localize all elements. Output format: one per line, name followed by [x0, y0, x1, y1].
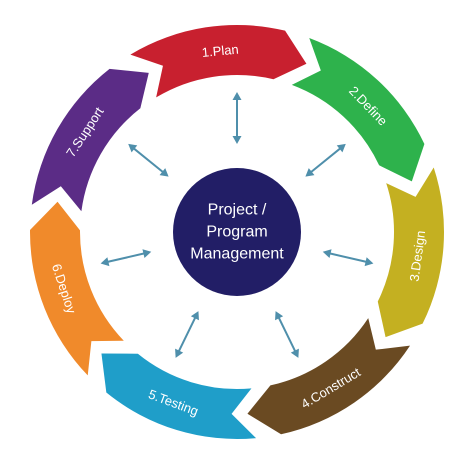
spoke-arrow-6 — [100, 249, 152, 267]
spoke-arrows — [100, 92, 374, 358]
phase-segment-1 — [130, 25, 307, 98]
spoke-arrow-7 — [128, 143, 169, 177]
center-circle — [173, 168, 301, 296]
phase-segment-6 — [29, 201, 124, 376]
spoke-arrow-3 — [322, 249, 374, 267]
spoke-arrow-4 — [275, 311, 299, 358]
center-hub: Project / Program Management — [173, 168, 301, 296]
phase-ring: 1.Plan2.Define3.Design4.Construct5.Testi… — [29, 25, 445, 439]
phase-segment-2 — [291, 38, 425, 182]
phase-segment-4 — [247, 318, 411, 435]
center-label-line-2: Program — [206, 224, 267, 241]
spoke-arrow-5 — [175, 311, 199, 358]
center-label-line-3: Management — [190, 246, 284, 263]
phase-label-1: 1.Plan — [201, 42, 239, 60]
center-label-line-1: Project / — [208, 202, 267, 219]
spoke-arrow-2 — [305, 143, 346, 177]
phase-label-3: 3.Design — [407, 230, 429, 283]
spoke-arrow-1 — [232, 92, 242, 144]
phase-segment-7 — [31, 68, 149, 212]
phase-segment-5 — [101, 353, 257, 439]
phase-segment-3 — [377, 167, 445, 338]
